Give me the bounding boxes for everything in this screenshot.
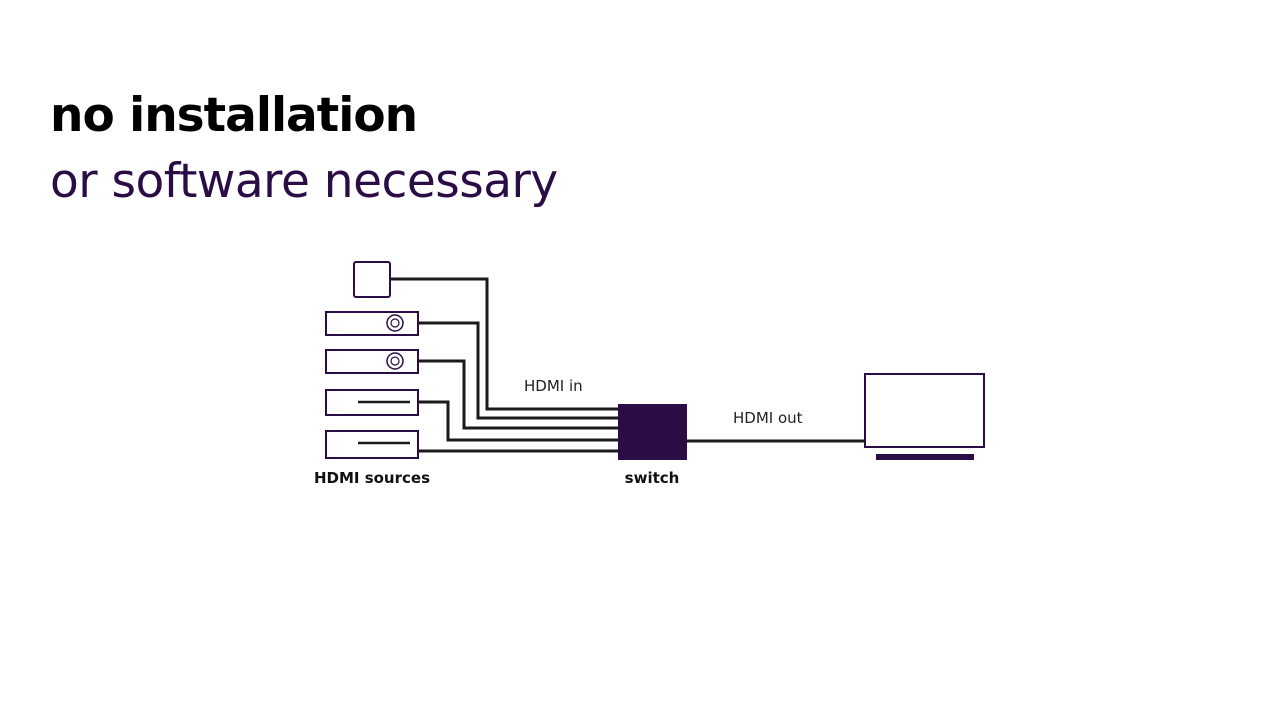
source-disc-player-2: [325, 349, 419, 374]
source-set-top-box-2: [325, 430, 419, 459]
disc-icon: [386, 352, 404, 370]
display-stand: [876, 454, 974, 460]
switch-label: switch: [625, 469, 680, 487]
cable-source-4: [418, 400, 618, 442]
display-screen: [864, 373, 985, 460]
disc-icon: [386, 314, 404, 332]
hdmi-sources-label: HDMI sources: [314, 469, 430, 487]
source-disc-player-1: [325, 311, 419, 336]
cable-source-2: [418, 321, 618, 420]
source-small-box: [353, 261, 391, 298]
hdmi-in-label: HDMI in: [524, 377, 583, 395]
switch-box: [618, 404, 687, 460]
source-set-top-box-1: [325, 389, 419, 416]
headline-secondary: or software necessary: [50, 154, 558, 209]
headline-primary: no installation: [50, 88, 418, 143]
hdmi-out-label: HDMI out: [733, 409, 803, 427]
cable-source-1: [390, 277, 618, 411]
cable-source-3: [418, 359, 618, 430]
hdmi-in-cables: [390, 277, 618, 453]
